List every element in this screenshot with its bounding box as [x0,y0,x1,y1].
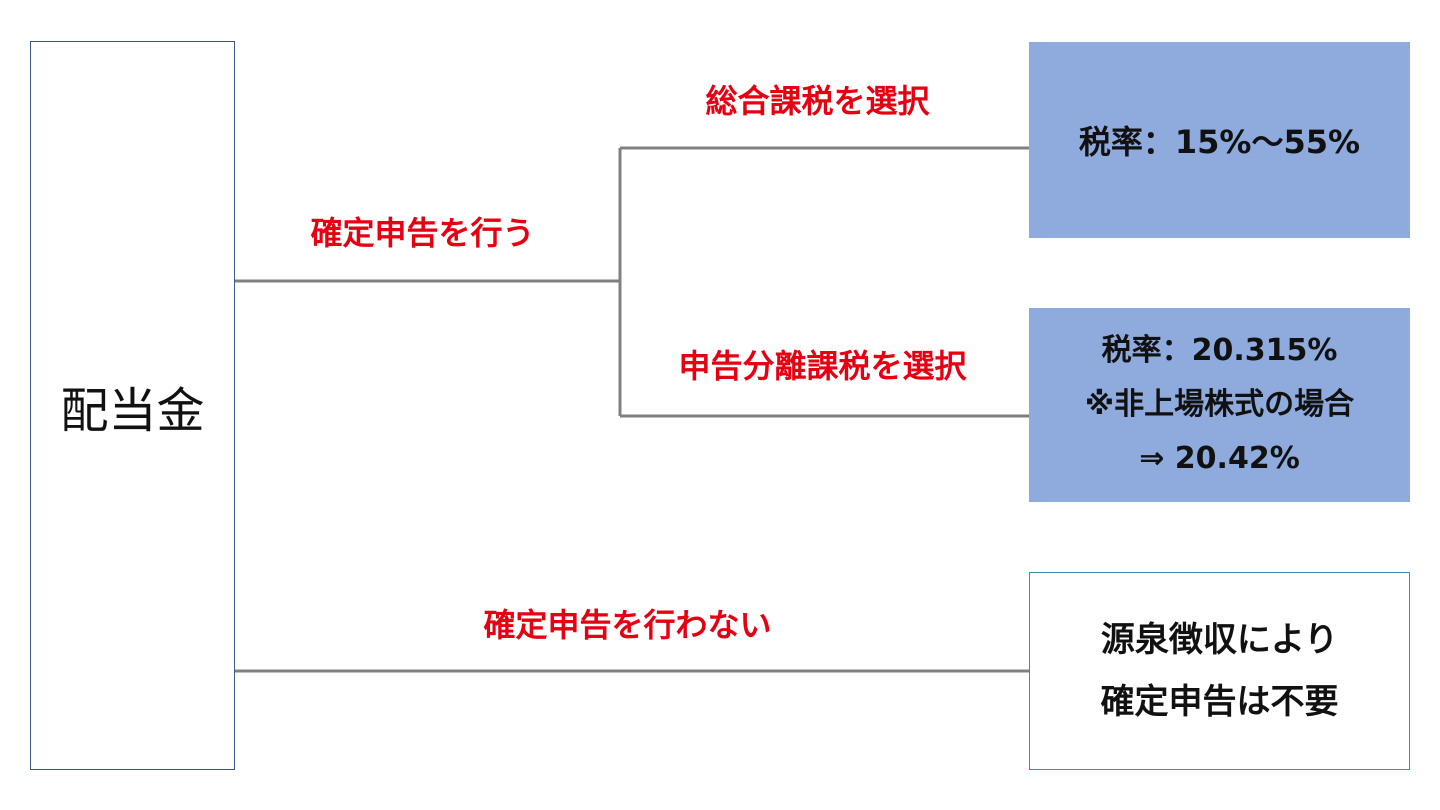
branch-label-no-return: 確定申告を行わない [483,606,772,644]
result-box-comprehensive: 税率：15%～55% [1029,42,1410,238]
branch-label-file-return: 確定申告を行う [310,214,535,252]
result-comprehensive-rate: 税率：15%～55% [1078,123,1361,161]
result-separate-line: ※非上場株式の場合 [1084,387,1355,422]
root-label: 配当金 [60,382,205,439]
result-separate-line: 税率：20.315% [1101,333,1338,368]
result-box-separate: 税率：20.315% ※非上場株式の場合 ⇒ 20.42% [1029,308,1410,502]
result-no-return-line: 確定申告は不要 [1100,682,1339,722]
option-label-comprehensive: 総合課税を選択 [705,82,930,120]
option-label-separate: 申告分離課税を選択 [678,347,967,385]
result-separate-line: ⇒ 20.42% [1139,441,1300,476]
result-box-no-return: 源泉徴収により 確定申告は不要 [1029,572,1410,770]
root-dividend-box: 配当金 [30,41,235,770]
result-no-return-line: 源泉徴収により [1100,620,1339,660]
